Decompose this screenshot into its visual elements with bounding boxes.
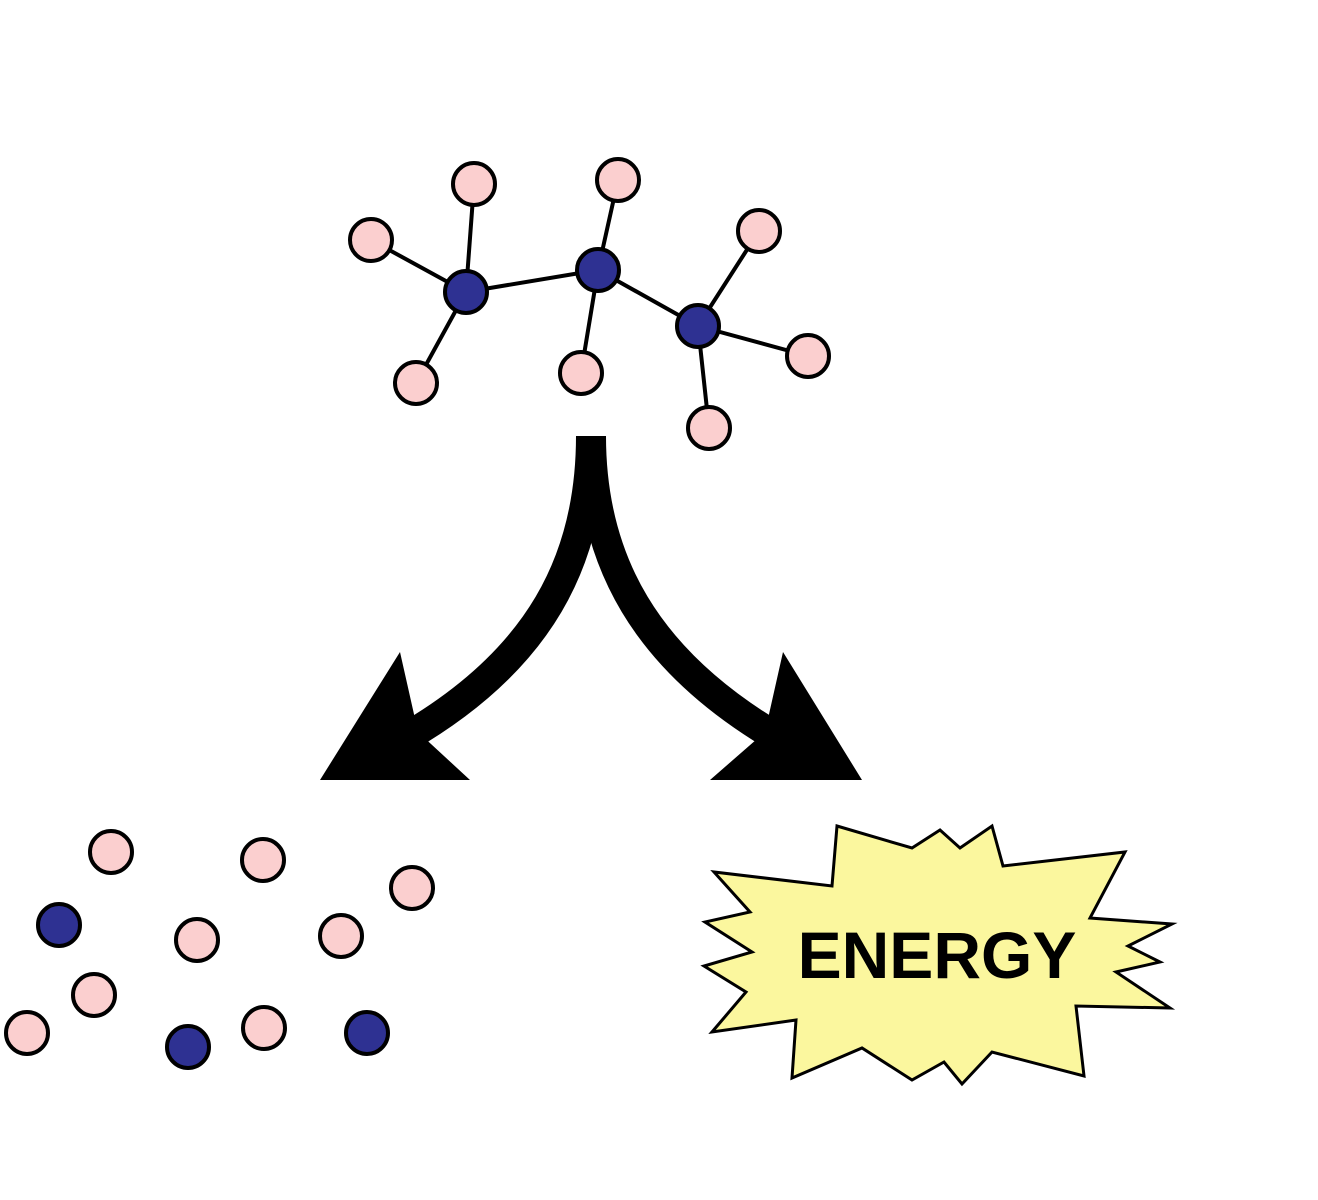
arrow-left-shaft <box>397 435 606 751</box>
energy-burst: ENERGY <box>700 823 1178 1087</box>
arrow-right-shaft <box>576 435 786 751</box>
hydrogen-atom <box>240 837 286 883</box>
carbon-atom <box>443 269 489 315</box>
carbon-atom <box>36 902 82 948</box>
hydrogen-atom <box>389 865 435 911</box>
separated-atoms <box>4 829 435 1070</box>
hydrogen-atom <box>558 350 604 396</box>
molecule-carbons <box>443 247 721 349</box>
hydrogen-atom <box>348 217 394 263</box>
hydrogen-atom <box>4 1010 50 1056</box>
carbon-atom <box>675 303 721 349</box>
hydrogen-atom <box>736 208 782 254</box>
energy-starburst <box>700 823 1178 1087</box>
hydrogen-atom <box>241 1005 287 1051</box>
carbon-atom <box>575 247 621 293</box>
hydrogen-atom <box>88 829 134 875</box>
arrow-right-head <box>710 652 862 780</box>
energy-label: ENERGY <box>798 918 1077 992</box>
hydrogen-atom <box>595 157 641 203</box>
hydrogen-atom <box>71 972 117 1018</box>
hydrogen-atom <box>451 161 497 207</box>
hydrogen-atom <box>686 405 732 451</box>
propane-molecule <box>348 157 831 451</box>
carbon-atom <box>165 1024 211 1070</box>
split-arrows <box>320 435 862 780</box>
carbon-atom <box>344 1010 390 1056</box>
hydrogen-atom <box>393 360 439 406</box>
hydrogen-atom <box>785 333 831 379</box>
hydrogen-atom <box>318 913 364 959</box>
hydrogen-atom <box>174 917 220 963</box>
molecule-hydrogens <box>348 157 831 451</box>
arrow-left-head <box>320 652 470 780</box>
